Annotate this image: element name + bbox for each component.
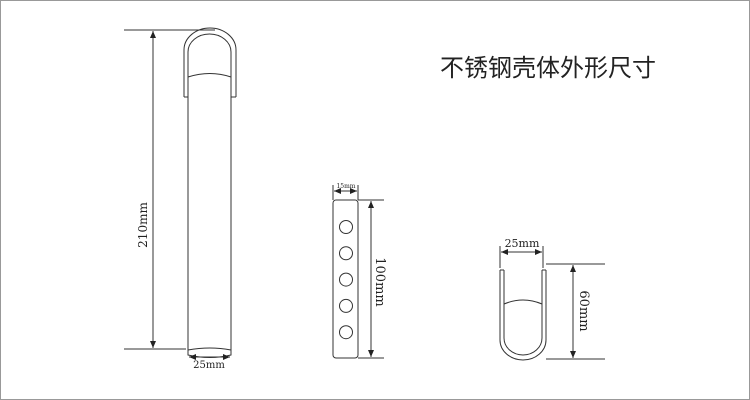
board-hole [339, 246, 353, 261]
board-hole [339, 220, 353, 234]
long-shell-height-label: 210mm [136, 202, 150, 248]
drawing-title: 不锈钢壳体外形尺寸 [440, 54, 656, 82]
long-shell-width-label: 25mm [193, 360, 225, 371]
board-hole [339, 272, 353, 287]
board-hole [339, 298, 353, 313]
board-height-label: 100mm [372, 257, 387, 306]
board-hole [339, 325, 353, 340]
board-width-label: 15mm [336, 183, 355, 190]
board: 15mm 100mm [332, 183, 387, 359]
long-shell: 210mm 25mm [124, 27, 237, 371]
short-shell: 25mm 60mm [499, 237, 605, 361]
short-shell-width-label: 25mm [505, 237, 540, 250]
short-shell-height-label: 60mm [576, 290, 591, 331]
